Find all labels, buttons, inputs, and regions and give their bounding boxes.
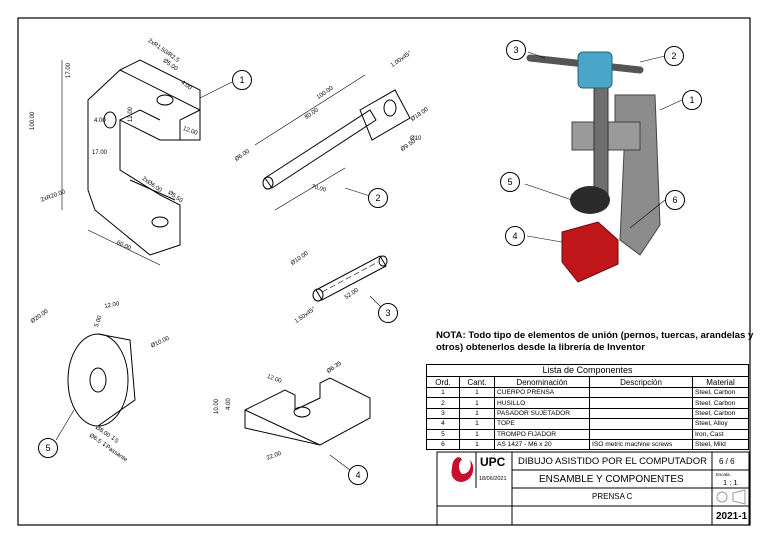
balloon-knob: 5: [38, 438, 58, 458]
bom-cell: [589, 386, 693, 399]
term: 2021-1: [716, 511, 748, 522]
balloon-asm-body: 1: [682, 90, 702, 110]
bom-cell: 1: [459, 428, 495, 440]
bom-cell: Steel, Carbon: [692, 397, 749, 409]
asm-body: [614, 94, 661, 256]
projection-symbol-cone: [732, 489, 746, 505]
title-block-frame: [436, 451, 750, 526]
upc-logo: [451, 457, 474, 482]
bom-cell: 5: [426, 428, 460, 440]
bom-cell: 1: [459, 407, 495, 420]
drawing-title: ENSAMBLE Y COMPONENTES: [539, 474, 684, 485]
bom-table: Lista de Componentes Ord. Cant. Denomina…: [426, 364, 749, 451]
org-name: UPC: [480, 455, 506, 469]
bom-cell: Iron, Cast: [692, 428, 749, 440]
bom-col-header: Cant.: [459, 376, 495, 388]
projection-symbol-circle: [716, 491, 728, 503]
asm-knob: [570, 186, 610, 214]
bom-cell: 1: [459, 438, 495, 451]
bom-cell: TROMPO FIJADOR: [494, 428, 590, 440]
part-body-drawing: [61, 59, 201, 266]
dim-label: 10.00: [214, 398, 220, 414]
bom-cell: [589, 428, 693, 440]
bom-cell: [589, 397, 693, 409]
dim-label: 4.00: [226, 398, 232, 410]
part-knob-drawing: [67, 333, 136, 427]
balloon-spindle: 2: [368, 188, 388, 208]
bom-cell: ISO metric machine screws: [589, 438, 693, 451]
asm-stop: [561, 221, 619, 283]
dim-label: 12.00: [128, 106, 134, 122]
scale-value: 1 : 1: [723, 478, 738, 487]
bom-col-header: Ord.: [426, 376, 460, 388]
bom-cell: 3: [426, 407, 460, 420]
balloon-body: 1: [232, 70, 252, 90]
bom-cell: [589, 407, 693, 420]
bom-col-header: Descripción: [589, 376, 693, 388]
dim-label: 17.00: [92, 150, 108, 156]
bom-cell: 1: [459, 386, 495, 399]
balloon-asm-knob: 5: [500, 172, 520, 192]
assembly-render: [526, 51, 661, 283]
dim-label: 4.00: [94, 118, 106, 124]
bom-cell: [589, 418, 693, 430]
bom-cell: AS 1427 - M6 x 20: [494, 438, 590, 451]
bom-cell: 1: [459, 397, 495, 409]
course-name: DIBUJO ASISTIDO POR EL COMPUTADOR: [518, 456, 707, 467]
bom-cell: 6: [426, 438, 460, 451]
bom-cell: 2: [426, 397, 460, 409]
drawing-date: 18/06/2021: [479, 476, 507, 482]
balloon-asm-pin: 3: [506, 40, 526, 60]
assembly-note: NOTA: Todo tipo de elementos de unión (p…: [436, 330, 754, 353]
asm-spindle: [593, 84, 609, 201]
balloon-asm-screw: 6: [665, 190, 685, 210]
bom-title: Lista de Componentes: [426, 364, 749, 377]
leader-lines: [55, 51, 683, 471]
part-spindle-drawing: [254, 74, 411, 211]
balloon-asm-spindle: 2: [664, 46, 684, 66]
bom-cell: Steel, Carbon: [692, 407, 749, 420]
balloon-stop: 4: [348, 465, 368, 485]
bom-cell: 1: [459, 418, 495, 430]
bom-header-row: Ord. Cant. Denominación Descripción Mate…: [426, 376, 749, 388]
bom-cell: TOPE: [494, 418, 590, 430]
dim-label: Ø10: [410, 136, 422, 142]
bom-col-header: Denominación: [494, 376, 590, 388]
part-stop-drawing: [244, 377, 371, 446]
bom-col-header: Material: [692, 376, 749, 388]
dim-label: 17.00: [66, 62, 72, 78]
bom-cell: HUSILLO: [494, 397, 590, 409]
part-name: PRENSA C: [592, 492, 633, 501]
balloon-pin: 3: [378, 303, 398, 323]
bom-cell: Steel, Mild: [692, 438, 749, 451]
balloon-asm-stop: 4: [505, 226, 525, 246]
bom-cell: Steel, Carbon: [692, 386, 749, 399]
bom-cell: 1: [426, 386, 460, 399]
bom-cell: Steel, Alloy: [692, 418, 749, 430]
sheet-number: 6 / 6: [719, 457, 735, 466]
sheet-border: [17, 17, 751, 526]
dim-label: 100.00: [30, 111, 36, 130]
bom-cell: 4: [426, 418, 460, 430]
scale-label: Escala:: [716, 472, 731, 477]
bom-cell: CUERPO PRENSA: [494, 386, 590, 399]
part-pin-drawing: [312, 255, 388, 302]
asm-spindle-cap: [577, 51, 613, 89]
bom-cell: PASADOR SUJETADOR: [494, 407, 590, 420]
